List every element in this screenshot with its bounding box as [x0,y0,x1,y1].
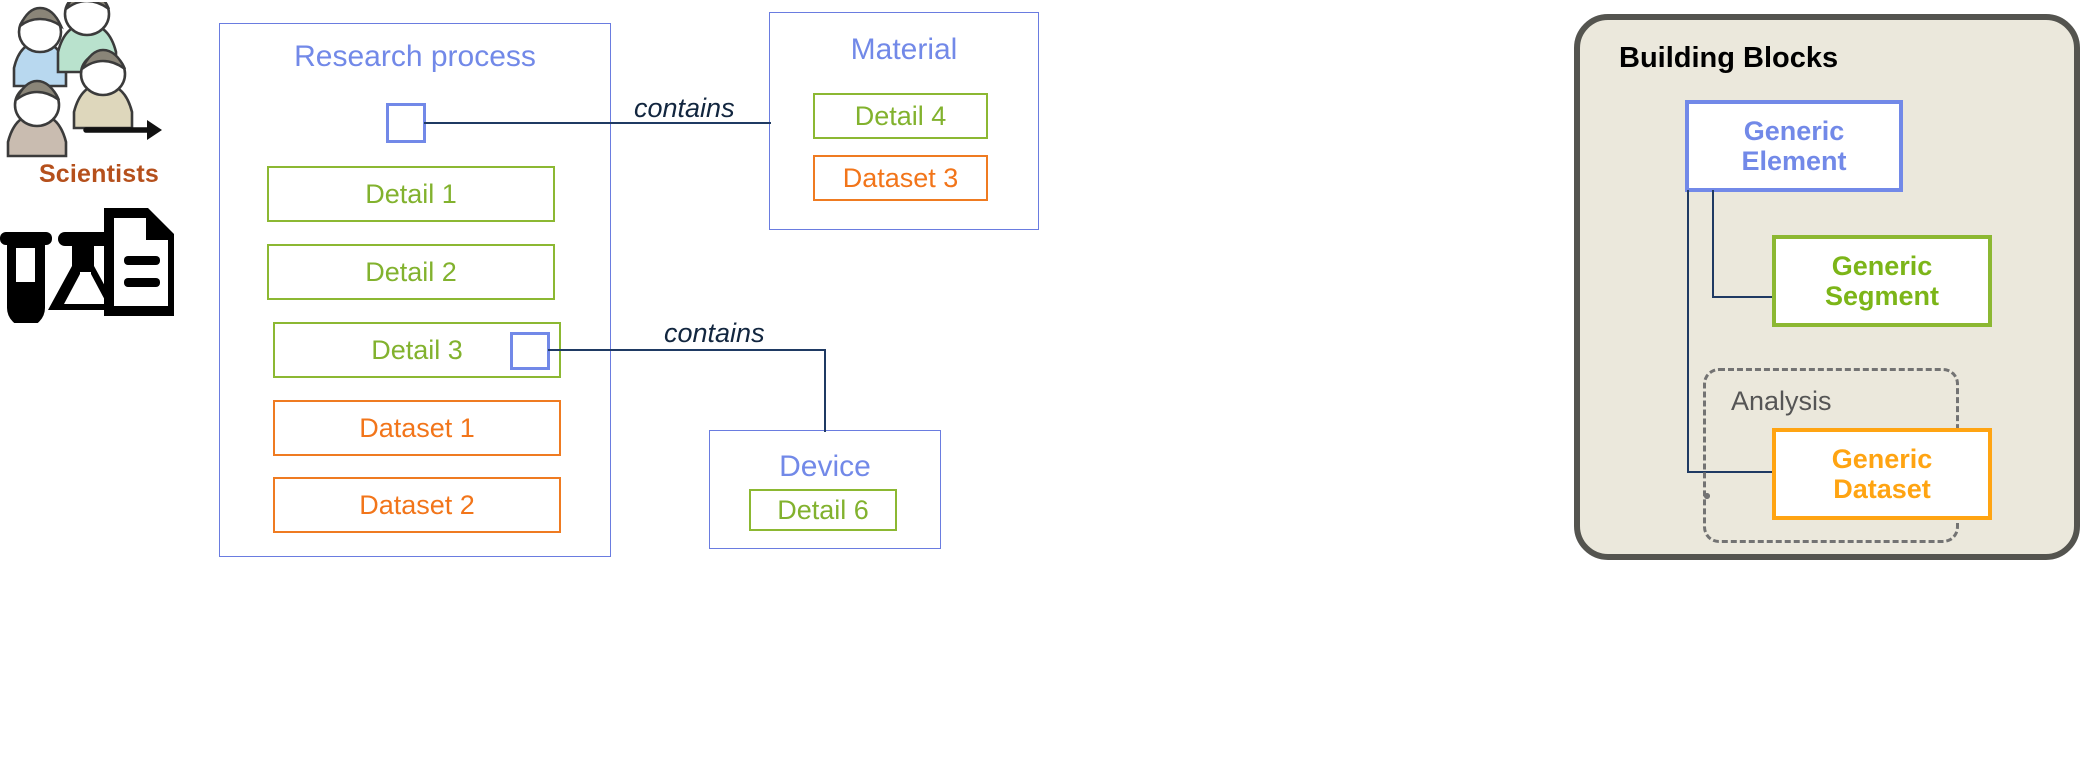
group-of-people-icon [6,2,162,158]
relation-line-contains-device [548,349,826,352]
relation-label: contains [664,318,765,348]
relation-line-contains-material [424,122,771,125]
list-item[interactable]: Dataset 1 [273,400,561,456]
bb-line-element-to-dataset-v [1687,190,1690,473]
list-item[interactable]: Detail 2 [267,244,555,300]
generic-element-node[interactable]: Generic Element [1685,100,1903,192]
list-item[interactable]: Detail 6 [749,489,897,531]
device-title: Device [779,450,871,483]
test-tube-flask-document-icon [0,208,174,323]
generic-segment-node[interactable]: Generic Segment [1772,235,1992,327]
scientists-label: Scientists [38,160,160,188]
list-item[interactable]: Dataset 2 [273,477,561,533]
relation-label: contains [634,93,735,123]
bb-line-element-to-segment-h [1712,296,1775,299]
right-arrow-icon [83,120,162,140]
list-item[interactable]: Detail 1 [267,166,555,222]
generic-dataset-label: Generic Dataset [1831,443,1933,504]
generic-element-label: Generic Element [1741,115,1847,176]
bb-line-element-to-dataset-h [1687,471,1775,474]
generic-dataset-node[interactable]: Generic Dataset [1772,428,1992,520]
detail3-connector-stub[interactable] [510,332,550,370]
generic-segment-label: Generic Segment [1824,250,1940,311]
process-connector-stub[interactable] [386,103,426,143]
building-blocks-title: Building Blocks [1619,42,1839,74]
material-title: Material [850,33,958,66]
research-process-title: Research process [294,40,536,73]
relation-line-contains-device-drop [824,349,827,432]
list-item[interactable]: Detail 4 [813,93,988,139]
list-item[interactable]: Dataset 3 [813,155,988,201]
bb-line-element-to-segment-v [1712,190,1715,298]
analysis-label: Analysis [1731,386,1832,416]
